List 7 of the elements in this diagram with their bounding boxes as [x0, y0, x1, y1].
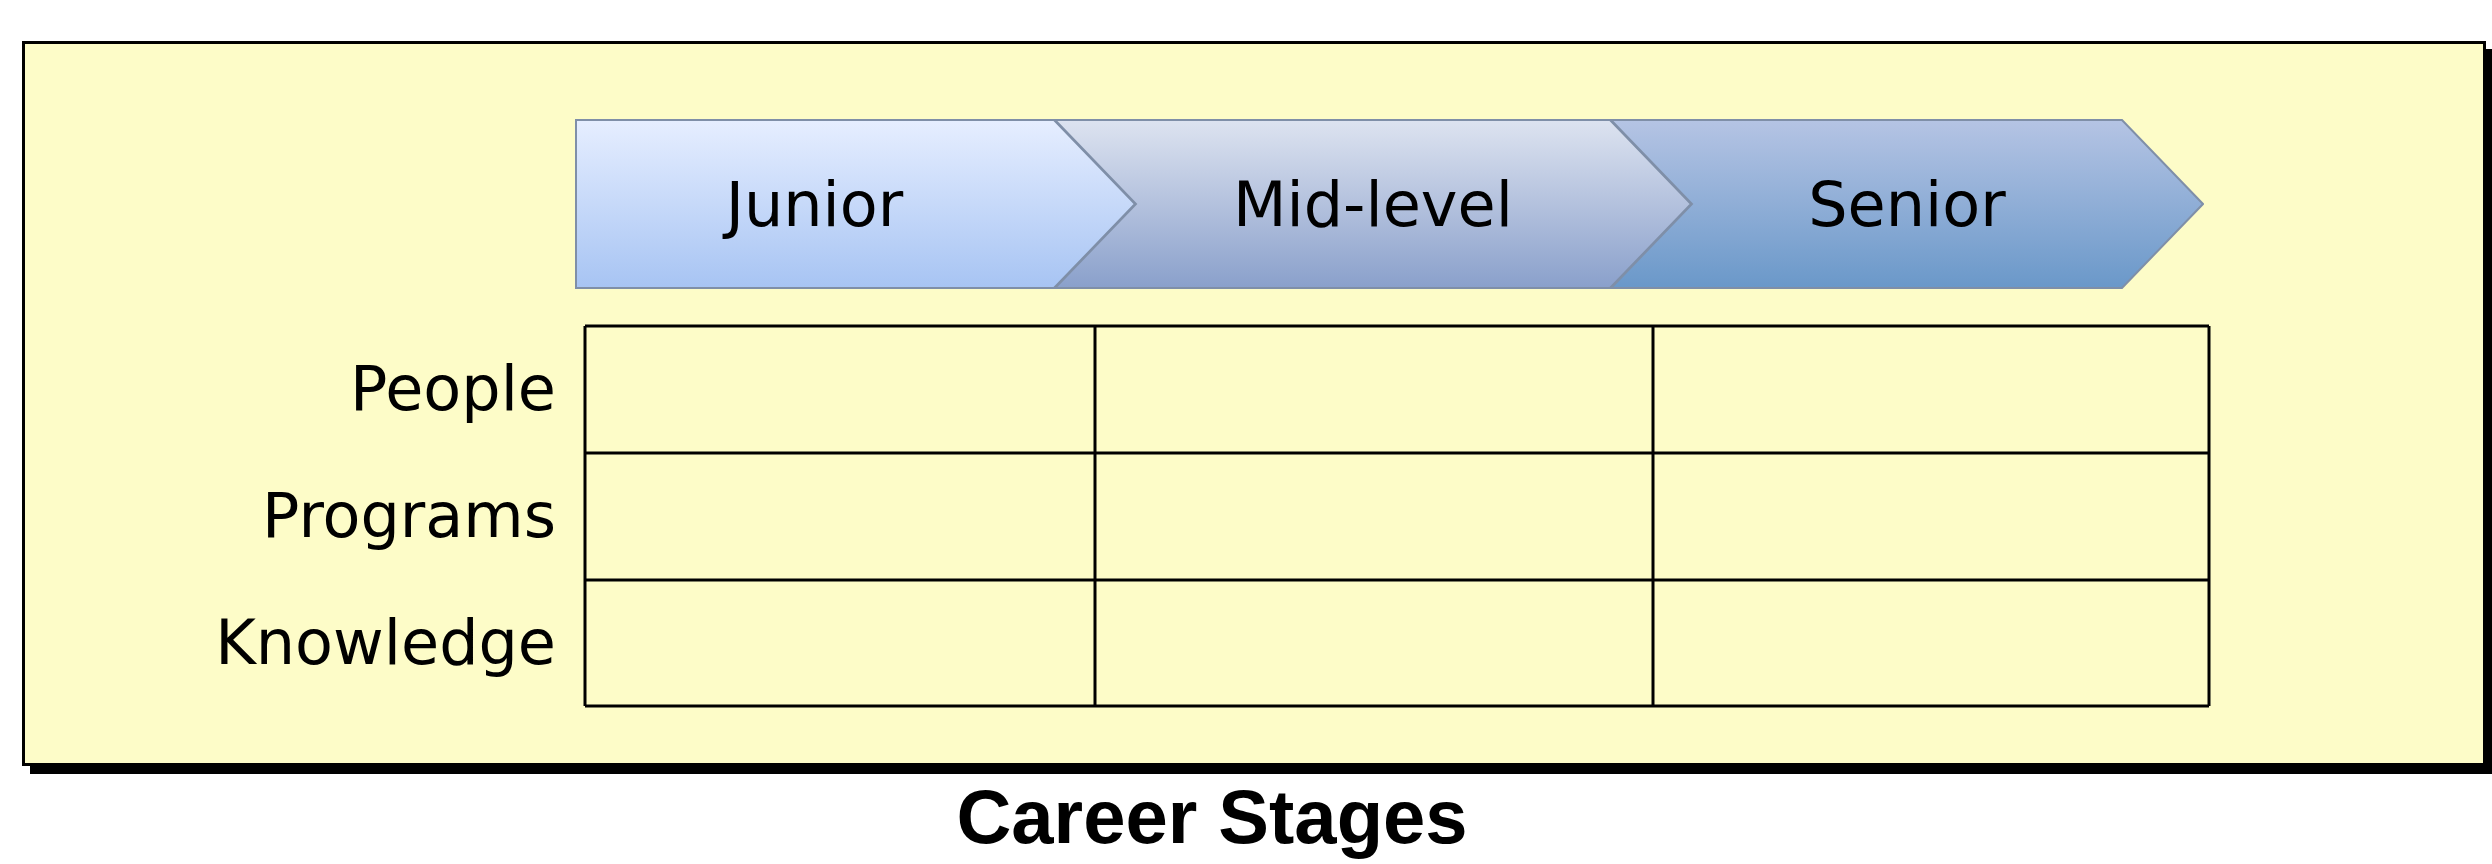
row-label: Knowledge: [215, 605, 556, 681]
row-label: People: [350, 351, 556, 427]
chevron-step: Junior: [575, 119, 1136, 289]
chevron-step: Mid-level: [1054, 119, 1692, 289]
row-label: Programs: [262, 478, 556, 554]
caption: Career Stages: [955, 773, 1469, 861]
chevron-step: Senior: [1610, 119, 2204, 289]
